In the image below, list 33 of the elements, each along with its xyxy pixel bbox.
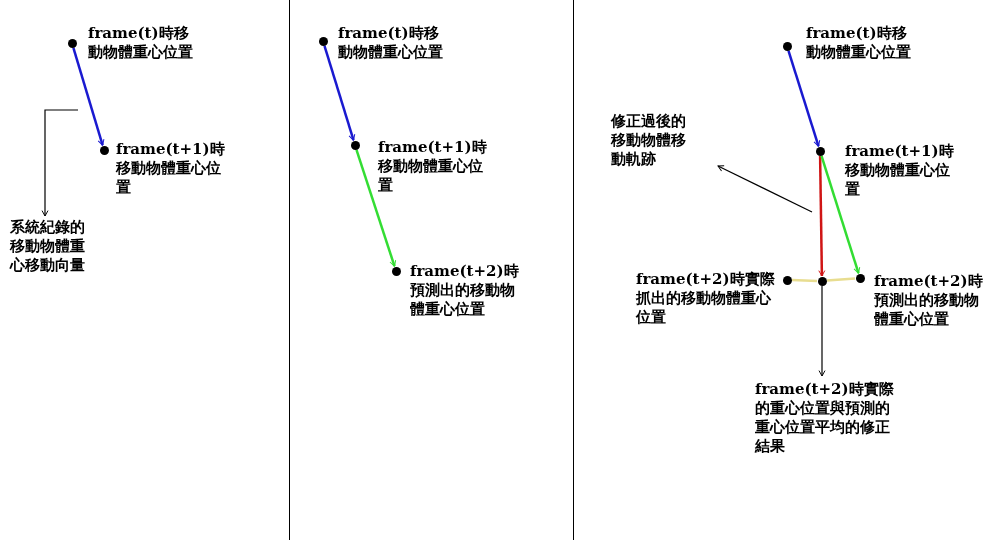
point-label: frame(t+2)時預測出的移動物體重心位置 (410, 262, 520, 319)
leader-line (41, 109, 79, 217)
point-label: frame(t)時移動物體重心位置 (806, 24, 912, 62)
arrow (820, 155, 861, 274)
point-dot (318, 36, 328, 46)
point-dot (391, 266, 401, 276)
point-dot (817, 276, 827, 286)
point-label: frame(t)時移動物體重心位置 (88, 24, 194, 62)
point-label: frame(t+1)時移動物體重心位置 (378, 138, 488, 195)
arrow (72, 47, 105, 146)
point-label: frame(t+1)時移動物體重心位置 (845, 142, 955, 199)
arrow (818, 156, 826, 277)
point-label: frame(t+2)時預測出的移動物體重心位置 (874, 272, 984, 329)
point-label: frame(t)時移動物體重心位置 (338, 24, 444, 62)
point-dot (815, 146, 825, 156)
connector-line (791, 278, 818, 283)
annotation-text: 修正過後的移動物體移動軌跡 (611, 112, 691, 169)
point-label: frame(t+1)時移動物體重心位置 (116, 140, 226, 197)
connector-line (826, 277, 856, 282)
point-label: frame(t+2)時實際抓出的移動物體重心位置 (636, 270, 776, 327)
annotation-text: frame(t+2)時實際的重心位置與預測的重心位置平均的修正結果 (755, 380, 895, 456)
point-dot (782, 275, 792, 285)
point-dot (350, 140, 360, 150)
arrow (355, 149, 397, 267)
point-dot (855, 273, 865, 283)
leader-line (818, 285, 826, 377)
point-dot (99, 145, 109, 155)
arrow (787, 50, 821, 147)
annotation-text: 系統紀錄的移動物體重心移動向量 (10, 218, 90, 275)
leader-line (717, 165, 813, 213)
point-dot (782, 41, 792, 51)
point-dot (67, 38, 77, 48)
arrow (323, 45, 356, 141)
